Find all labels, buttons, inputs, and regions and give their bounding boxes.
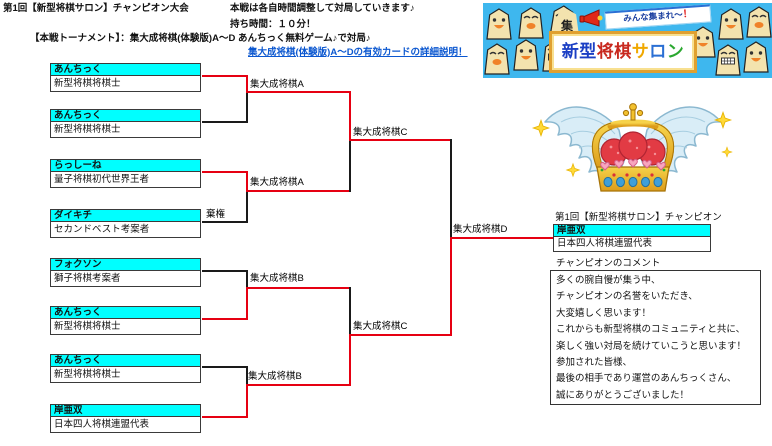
bracket-line (202, 221, 248, 223)
comment-line: 楽しく強い対局を続けていこうと思います！ (556, 340, 747, 352)
megaphone-icon (579, 9, 603, 27)
player-title-box: 獅子将棋考案者 (50, 270, 201, 287)
bracket-line (246, 190, 350, 192)
bracket-line (202, 318, 248, 320)
ribbon-text: みんな集まれ～ (622, 9, 683, 24)
bracket-line (349, 139, 452, 141)
comment-line: 誠にありがとうございました！ (556, 389, 690, 401)
player-title-box: 新型将棋将棋士 (50, 318, 201, 335)
salon-title-part: 新型 (561, 42, 597, 61)
player-title-box: 量子将棋初代世界王者 (50, 171, 201, 188)
champion-heading: 第1回【新型将棋サロン】チャンピオン (555, 212, 722, 223)
salon-title-part: サ (631, 42, 650, 61)
salon-banner: 集 みんな集まれ～！ 新型将棋サロン (483, 3, 772, 78)
match-label-d: 集大成将棋D (453, 224, 508, 235)
bracket-line (349, 91, 351, 141)
bracket-line (246, 384, 350, 386)
match-label-c1: 集大成将棋C (353, 127, 408, 138)
salon-title: 新型将棋サロン (549, 31, 697, 73)
forfeit-label: 棄権 (206, 209, 226, 220)
bracket-line (246, 270, 248, 289)
page-title: 第1回【新型将棋サロン】チャンピオン大会 (3, 3, 189, 14)
match-label-b2: 集大成将棋B (248, 371, 302, 382)
bracket-line (202, 366, 248, 368)
player-title-box: 新型将棋将棋士 (50, 121, 201, 138)
bracket-line (246, 75, 248, 93)
bracket-line (202, 75, 248, 77)
comment-line: 多くの腕自慢が集う中、 (556, 275, 661, 286)
match-label-a1: 集大成将棋A (250, 79, 304, 90)
match-label-b1: 集大成将棋B (250, 273, 304, 284)
salon-title-part: 将棋 (596, 42, 632, 61)
card-details-link[interactable]: 集大成将棋(体験版)A～Dの有効カードの詳細説明！ (248, 47, 468, 58)
note-time-limit: 持ち時間：１０分！ (230, 19, 316, 30)
bracket-line (202, 416, 248, 418)
bracket-line (349, 334, 351, 386)
player-title-box: 新型将棋将棋士 (50, 366, 201, 383)
bracket-line (349, 287, 351, 336)
champion-comment-box: 多くの腕自慢が集う中、 チャンピオンの名誉をいただき、 大変嬉しく思います！ こ… (550, 270, 761, 405)
salon-title-part: ロ (649, 42, 667, 61)
bracket-line (246, 91, 350, 93)
crown-icon (532, 103, 733, 192)
bracket-line (349, 139, 351, 192)
player-title-box: セカンドベスト考案者 (50, 221, 201, 238)
bracket-line (246, 171, 248, 192)
bracket-line (450, 237, 452, 336)
bracket-line (246, 366, 248, 386)
player-title-box: 日本四人将棋連盟代表 (50, 416, 201, 433)
comment-line: これからも新型将棋のコミュニティと共に、 (556, 324, 746, 336)
bracket-line (246, 190, 248, 223)
bracket-line (246, 287, 350, 289)
ribbon-bang: ！ (682, 8, 694, 21)
bracket-line (202, 121, 248, 123)
champion-affiliation-box: 日本四人将棋連盟代表 (553, 236, 711, 252)
bracket-line (246, 91, 248, 123)
bracket-line (202, 171, 248, 173)
player-title-box: 新型将棋将棋士 (50, 75, 201, 92)
comment-line: 大変嬉しく思います！ (556, 307, 652, 319)
tournament-subtitle: 【本戦トーナメント】：集大成将棋(体験版)A～D あんちっく無料ゲーム♪で対局♪ (30, 33, 371, 44)
champion-comment-label: チャンピオンのコメント (556, 258, 661, 269)
match-label-c2: 集大成将棋C (353, 321, 408, 332)
bracket-line (246, 384, 248, 418)
comment-line: チャンピオンの名誉をいただき、 (556, 291, 698, 303)
bracket-line (450, 139, 452, 239)
bracket-line (450, 237, 553, 239)
bracket-line (202, 270, 248, 272)
comment-line: 参加された皆様、 (556, 357, 633, 369)
bracket-line (349, 334, 452, 336)
bracket-line (246, 287, 248, 320)
match-label-a2: 集大成将棋A (250, 177, 304, 188)
comment-line: 最後の相手であり運営のあんちっくさん、 (556, 373, 737, 385)
salon-title-part: ン (666, 42, 685, 61)
note-schedule: 本戦は各自時間調整して対局していきます♪ (230, 3, 415, 14)
